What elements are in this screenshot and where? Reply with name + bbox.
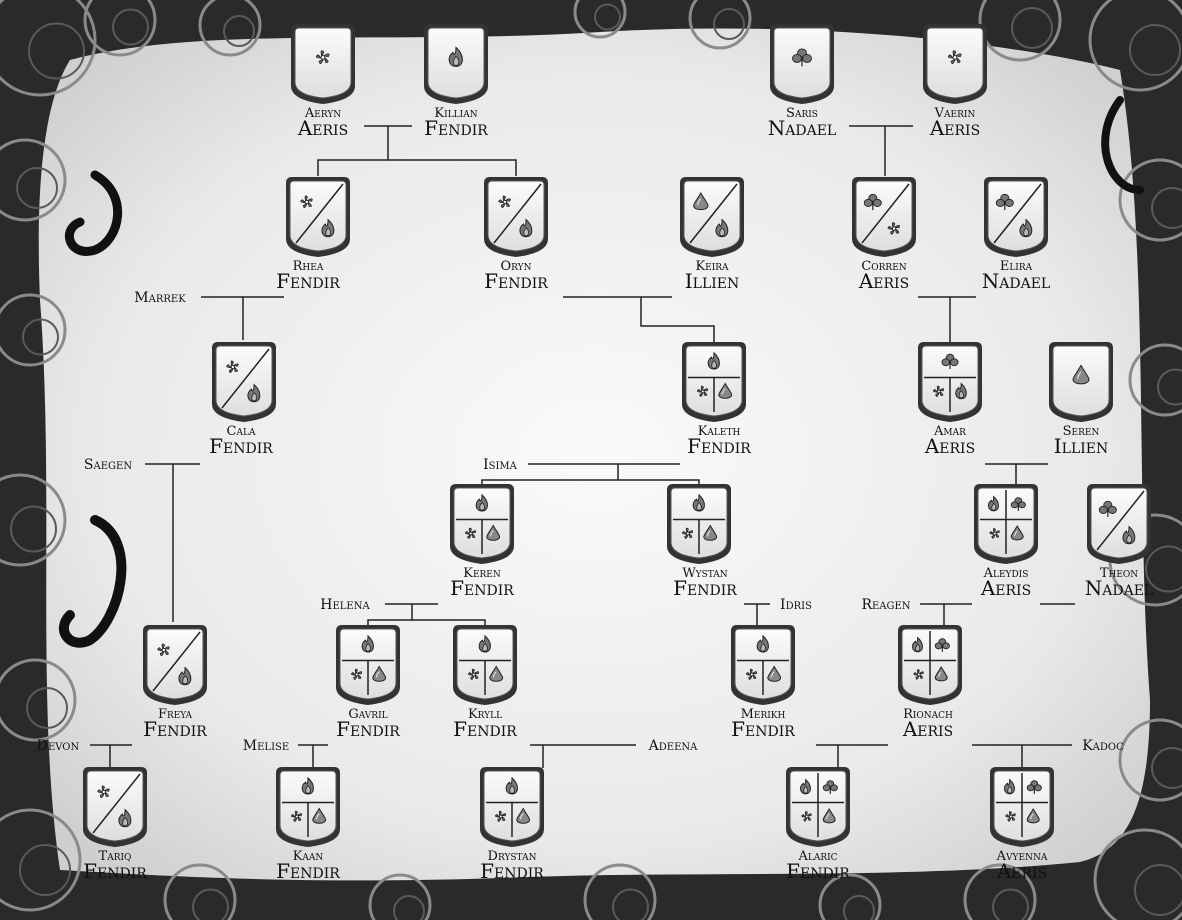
spouse-name-isima: Isima: [483, 457, 518, 473]
family-name: Illien: [685, 269, 740, 293]
family-name: Fendir: [450, 576, 514, 600]
spouse-name-idris: Idris: [780, 597, 812, 613]
parchment-panel: [39, 28, 1150, 880]
spouse-name-reagen: Reagen: [861, 597, 910, 613]
family-name: Aeris: [297, 116, 348, 140]
family-name: Illien: [1054, 434, 1109, 458]
family-name: Aeris: [858, 269, 909, 293]
family-name: Fendir: [209, 434, 273, 458]
family-name: Nadael: [982, 269, 1050, 293]
family-name: Fendir: [336, 717, 400, 741]
family-name: Nadael: [1085, 576, 1153, 600]
family-name: Aeris: [924, 434, 975, 458]
family-name: Fendir: [673, 576, 737, 600]
family-name: Fendir: [276, 859, 340, 883]
family-name: Fendir: [484, 269, 548, 293]
family-name: Aeris: [929, 116, 980, 140]
family-name: Fendir: [480, 859, 544, 883]
crest-shield-icon: [927, 28, 983, 98]
crest-shield-icon: [295, 28, 351, 98]
spouse-name-saegen: Saegen: [84, 457, 132, 473]
spouse-name-helena: Helena: [320, 597, 370, 613]
spouse-name-kadoc: Kadoc: [1082, 738, 1124, 754]
family-name: Nadael: [768, 116, 836, 140]
family-name: Aeris: [980, 576, 1031, 600]
family-name: Fendir: [83, 859, 147, 883]
spouse-name-marrek: Marrek: [134, 290, 186, 306]
spouse-name-melise: Melise: [243, 738, 289, 754]
family-name: Fendir: [687, 434, 751, 458]
family-name: Fendir: [453, 717, 517, 741]
family-name: Aeris: [902, 717, 953, 741]
family-name: Fendir: [786, 859, 850, 883]
spouse-name-adeena: Adeena: [648, 738, 698, 754]
spouse-name-devon: Devon: [37, 738, 80, 754]
family-name: Fendir: [276, 269, 340, 293]
family-name: Fendir: [424, 116, 488, 140]
family-name: Aeris: [996, 859, 1047, 883]
family-name: Fendir: [143, 717, 207, 741]
family-name: Fendir: [731, 717, 795, 741]
